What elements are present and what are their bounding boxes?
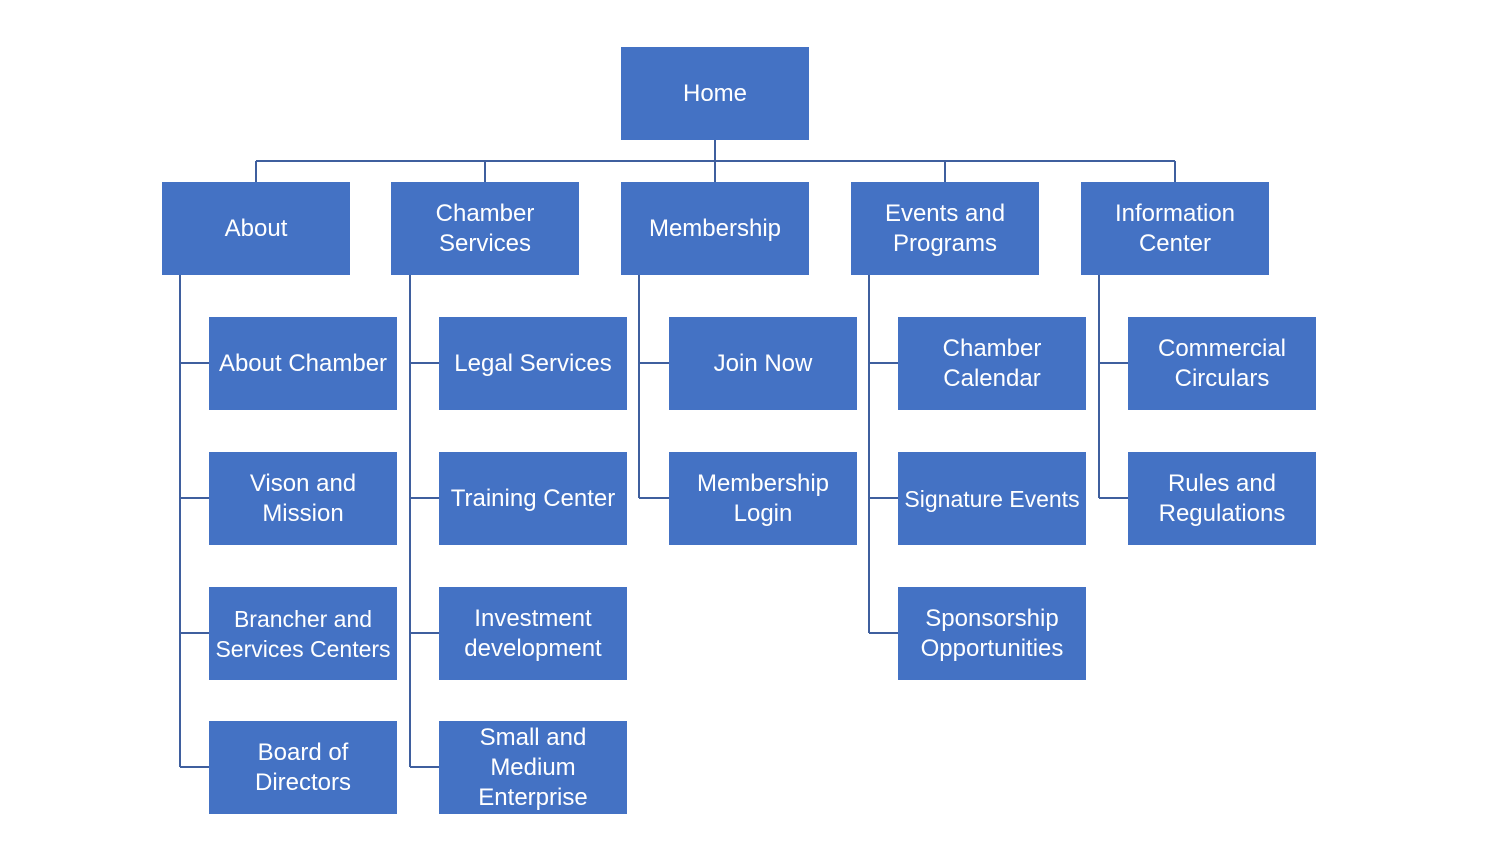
node-branches-and-services-centers: Brancher and Services Centers — [209, 587, 397, 680]
node-information-center: Information Center — [1081, 182, 1269, 275]
node-commercial-circulars: Commercial Circulars — [1128, 317, 1316, 410]
node-home: Home — [621, 47, 809, 140]
node-about-chamber: About Chamber — [209, 317, 397, 410]
node-board-of-directors: Board of Directors — [209, 721, 397, 814]
node-small-and-medium-enterprise: Small and Medium Enterprise — [439, 721, 627, 814]
node-investment-development: Investment development — [439, 587, 627, 680]
node-sponsorship-opportunities: Sponsorship Opportunities — [898, 587, 1086, 680]
node-vision-and-mission: Vison and Mission — [209, 452, 397, 545]
node-join-now: Join Now — [669, 317, 857, 410]
node-rules-and-regulations: Rules and Regulations — [1128, 452, 1316, 545]
node-events-and-programs: Events and Programs — [851, 182, 1039, 275]
node-legal-services: Legal Services — [439, 317, 627, 410]
node-signature-events: Signature Events — [898, 452, 1086, 545]
node-membership: Membership — [621, 182, 809, 275]
node-about: About — [162, 182, 350, 275]
node-membership-login: Membership Login — [669, 452, 857, 545]
node-chamber-calendar: Chamber Calendar — [898, 317, 1086, 410]
node-training-center: Training Center — [439, 452, 627, 545]
node-chamber-services: Chamber Services — [391, 182, 579, 275]
